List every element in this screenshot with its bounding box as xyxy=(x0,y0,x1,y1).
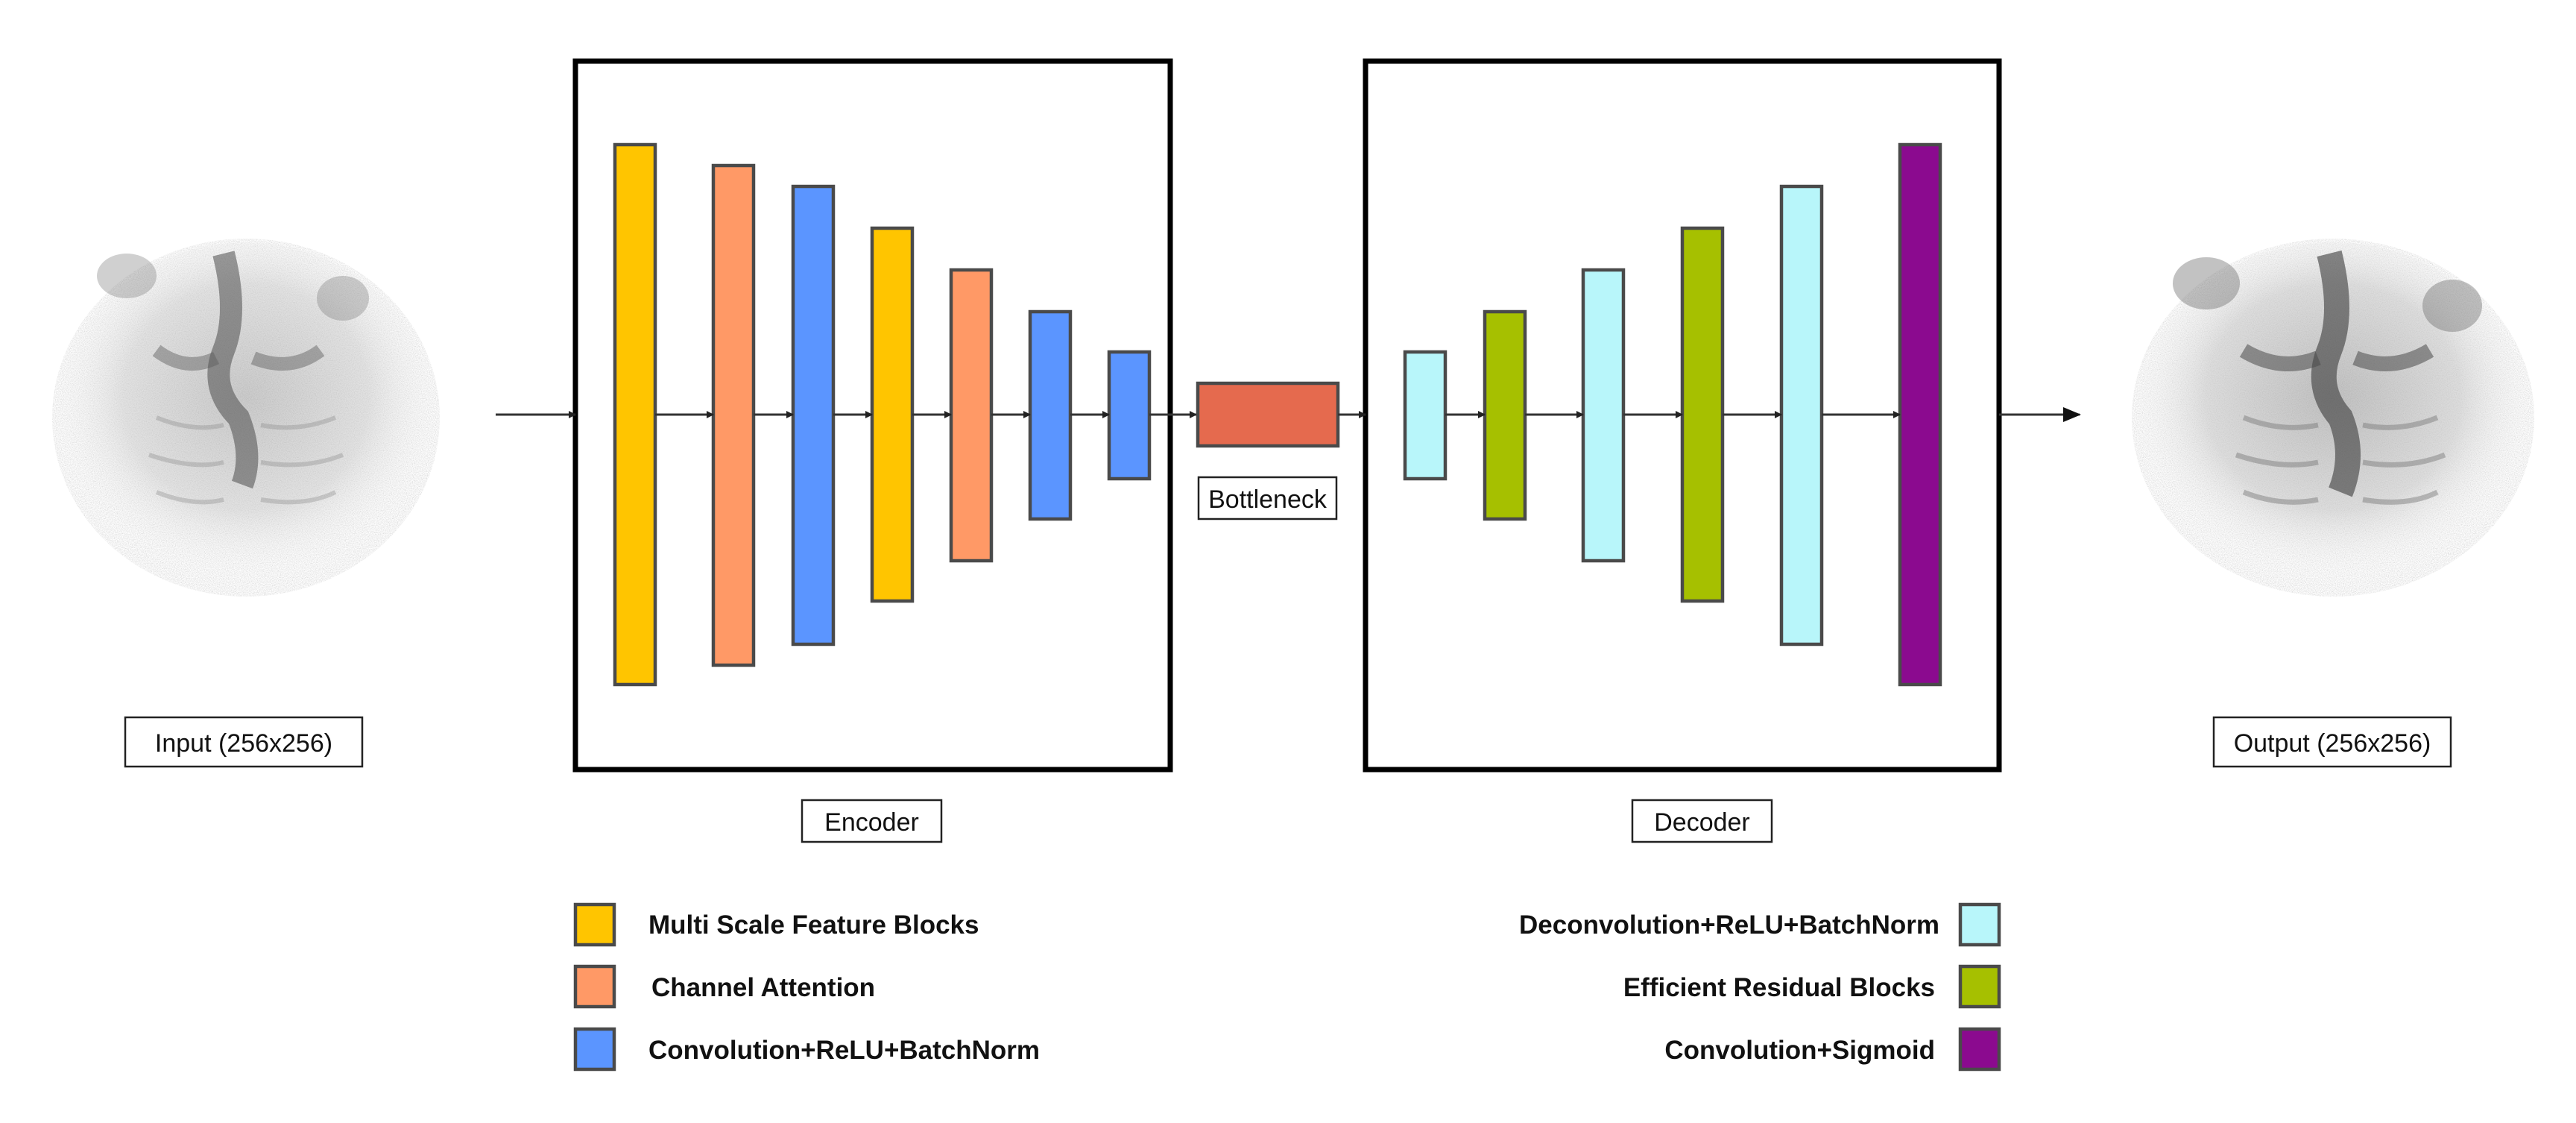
legend-swatch-residual xyxy=(1958,964,2001,1009)
decoder-label-text: Decoder xyxy=(1654,808,1750,837)
encoder-block-2 xyxy=(711,163,756,667)
output-label-text: Output (256x256) xyxy=(2234,729,2431,758)
legend-swatch-sigmoid xyxy=(1958,1027,2001,1072)
legend-label-channel-attention: Channel Attention xyxy=(651,973,875,1002)
decoder-label: Decoder xyxy=(1631,799,1773,843)
decoder-block-5 xyxy=(1779,184,1824,647)
input-label: Input (256x256) xyxy=(124,716,364,768)
encoder-block-3 xyxy=(791,184,836,647)
legend-item-multi-scale: Multi Scale Feature Blocks xyxy=(573,902,979,947)
legend-label-residual: Efficient Residual Blocks xyxy=(1623,973,1935,1002)
legend-item-convolution: Convolution+ReLU+BatchNorm xyxy=(573,1027,1040,1072)
encoder-block-6 xyxy=(1028,309,1073,521)
legend-item-deconvolution: Deconvolution+ReLU+BatchNorm xyxy=(1519,902,2001,947)
decoder-block-1 xyxy=(1403,350,1448,481)
legend-item-residual: Efficient Residual Blocks xyxy=(1623,964,2001,1009)
encoder-block-1 xyxy=(613,142,657,687)
decoder-blocks xyxy=(1403,142,1942,687)
bottleneck-label-text: Bottleneck xyxy=(1208,485,1328,514)
encoder-blocks xyxy=(613,142,1152,687)
encoder-label: Encoder xyxy=(801,799,943,843)
decoder-block-3 xyxy=(1581,268,1626,563)
legend-left: Multi Scale Feature Blocks Channel Atten… xyxy=(573,902,1040,1072)
encoder-block-7 xyxy=(1107,350,1152,481)
legend-label-sigmoid: Convolution+Sigmoid xyxy=(1664,1036,1935,1065)
legend-swatch-multi-scale xyxy=(573,902,616,947)
decoder-block-4 xyxy=(1680,226,1725,603)
legend-label-convolution: Convolution+ReLU+BatchNorm xyxy=(648,1036,1040,1065)
output-scan-image xyxy=(2124,239,2542,597)
bottleneck-block xyxy=(1196,381,1340,448)
legend-item-sigmoid: Convolution+Sigmoid xyxy=(1664,1027,2001,1072)
bottleneck-label: Bottleneck xyxy=(1197,476,1338,520)
legend-swatch-channel-attention xyxy=(573,964,616,1009)
legend-swatch-convolution xyxy=(573,1027,616,1072)
legend-swatch-deconvolution xyxy=(1958,902,2001,947)
legend-right: Deconvolution+ReLU+BatchNorm Efficient R… xyxy=(1519,902,2001,1072)
output-label: Output (256x256) xyxy=(2212,716,2452,768)
legend-label-deconvolution: Deconvolution+ReLU+BatchNorm xyxy=(1519,910,1939,940)
decoder-block-6 xyxy=(1898,142,1942,687)
input-scan-image xyxy=(30,239,447,597)
encoder-block-4 xyxy=(870,226,915,603)
legend-item-channel-attention: Channel Attention xyxy=(573,964,875,1009)
input-label-text: Input (256x256) xyxy=(155,729,332,758)
legend-label-multi-scale: Multi Scale Feature Blocks xyxy=(648,910,979,940)
decoder-block-2 xyxy=(1483,309,1527,521)
encoder-label-text: Encoder xyxy=(824,808,919,837)
encoder-block-5 xyxy=(949,268,994,563)
